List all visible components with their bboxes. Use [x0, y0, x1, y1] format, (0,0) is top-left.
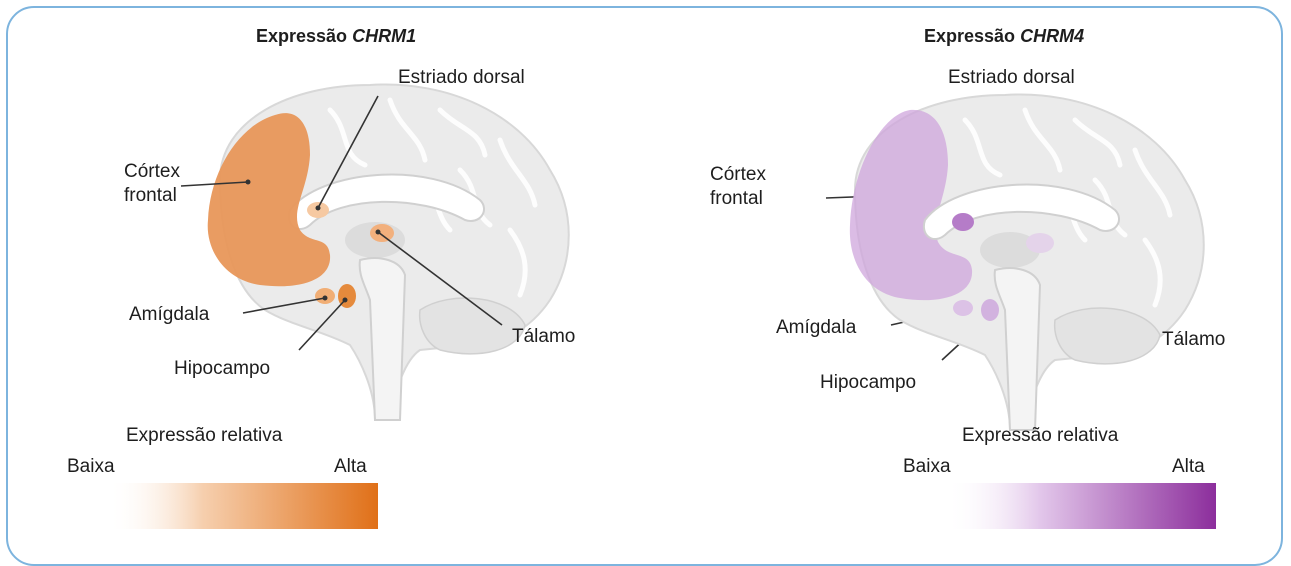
label-hippocampus-chrm1: Hipocampo: [174, 357, 270, 381]
scale-high-chrm4: Alta: [1172, 455, 1205, 479]
scale-title-chrm4: Expressão relativa: [962, 424, 1118, 448]
leader-thalamus-1: [378, 232, 502, 325]
label-cortex-line2-chrm4: frontal: [710, 187, 763, 211]
title-prefix: Expressão: [924, 26, 1015, 46]
label-cortex-line1-chrm4: Córtex: [710, 163, 766, 187]
scale-low-chrm1: Baixa: [67, 455, 115, 479]
leader-striatum-1: [318, 96, 378, 208]
scale-bar-chrm1: [108, 483, 378, 529]
scale-high-chrm1: Alta: [334, 455, 367, 479]
label-hippocampus-chrm4: Hipocampo: [820, 371, 916, 395]
label-striatum-chrm4: Estriado dorsal: [948, 66, 1075, 90]
leader-amygdala-1: [243, 298, 325, 313]
label-amygdala-chrm4: Amígdala: [776, 316, 856, 340]
scale-bar-chrm4: [946, 483, 1216, 529]
leader-cortex-1: [181, 182, 248, 186]
striatum-region: [952, 213, 974, 231]
hippocampus-region: [981, 299, 999, 321]
leader-hippo-1: [299, 300, 345, 350]
label-striatum-chrm1: Estriado dorsal: [398, 66, 525, 90]
panel-title-chrm4: Expressão CHRM4: [924, 26, 1084, 47]
label-cortex-line1-chrm1: Córtex: [124, 160, 180, 184]
scale-title-chrm1: Expressão relativa: [126, 424, 282, 448]
label-cortex-line2-chrm1: frontal: [124, 184, 177, 208]
label-amygdala-chrm1: Amígdala: [129, 303, 209, 327]
amygdala-region: [953, 300, 973, 316]
label-thalamus-chrm1: Tálamo: [512, 325, 575, 349]
scale-low-chrm4: Baixa: [903, 455, 951, 479]
gene-name: CHRM4: [1020, 26, 1084, 46]
thalamus-region: [1026, 233, 1054, 253]
label-thalamus-chrm4: Tálamo: [1162, 328, 1225, 352]
